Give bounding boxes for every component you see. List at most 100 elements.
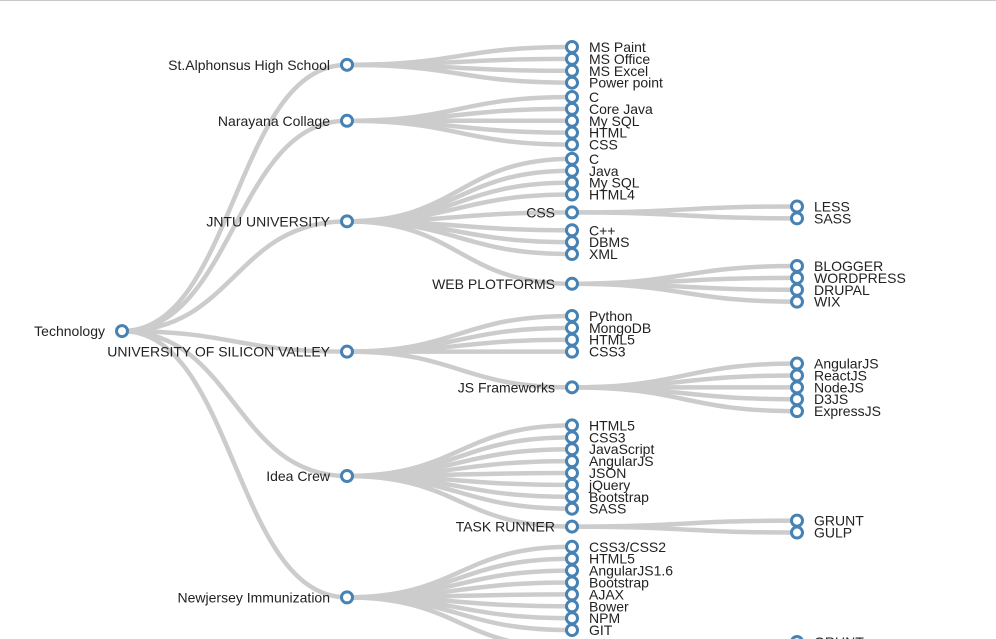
node-c[interactable]: C++ xyxy=(565,222,616,238)
node-circle[interactable] xyxy=(790,635,804,639)
node-ms-excel[interactable]: MS Excel xyxy=(565,63,649,79)
node-circle[interactable] xyxy=(565,332,579,347)
node-university-of-silicon-valley[interactable]: UNIVERSITY OF SILICON VALLEY xyxy=(107,344,354,360)
node-blogger[interactable]: BLOGGER xyxy=(790,258,884,274)
node-circle[interactable] xyxy=(565,519,579,534)
node-circle[interactable] xyxy=(565,551,579,566)
node-task-runner[interactable]: TASK RUNNER xyxy=(456,519,579,535)
node-circle[interactable] xyxy=(790,392,804,407)
node-circle[interactable] xyxy=(340,113,354,128)
node-css3[interactable]: CSS3 xyxy=(565,429,626,445)
node-jquery[interactable]: jQuery xyxy=(565,477,631,493)
node-bootstrap[interactable]: Bootstrap xyxy=(565,575,650,591)
node-drupal[interactable]: DRUPAL xyxy=(790,282,870,298)
node-circle[interactable] xyxy=(790,270,804,285)
node-html4[interactable]: HTML4 xyxy=(565,187,636,203)
node-circle[interactable] xyxy=(565,125,579,140)
node-gulp[interactable]: GULP xyxy=(790,525,853,541)
node-idea-crew[interactable]: Idea Crew xyxy=(266,468,354,484)
node-circle[interactable] xyxy=(565,137,579,152)
node-circle[interactable] xyxy=(565,187,579,202)
node-circle[interactable] xyxy=(565,418,579,433)
node-circle[interactable] xyxy=(565,344,579,359)
node-circle[interactable] xyxy=(565,247,579,262)
node-circle[interactable] xyxy=(565,223,579,238)
node-power-point[interactable]: Power point xyxy=(565,75,664,91)
node-circle[interactable] xyxy=(565,563,579,578)
node-wordpress[interactable]: WORDPRESS xyxy=(790,270,906,286)
node-narayana-collage[interactable]: Narayana Collage xyxy=(218,113,354,129)
node-circle[interactable] xyxy=(565,163,579,178)
node-less[interactable]: LESS xyxy=(790,198,850,214)
node-mongodb[interactable]: MongoDB xyxy=(565,320,652,336)
node-css[interactable]: CSS xyxy=(565,137,618,153)
node-circle[interactable] xyxy=(790,404,804,419)
node-circle[interactable] xyxy=(565,89,579,104)
node-circle[interactable] xyxy=(565,575,579,590)
node-sass[interactable]: SASS xyxy=(565,501,627,517)
node-circle[interactable] xyxy=(565,442,579,457)
node-jntu-university[interactable]: JNTU UNIVERSITY xyxy=(206,213,354,229)
node-circle[interactable] xyxy=(565,454,579,469)
node-css[interactable]: CSS xyxy=(526,204,579,220)
node-expressjs[interactable]: ExpressJS xyxy=(790,403,881,419)
node-sass[interactable]: SASS xyxy=(790,210,852,226)
node-circle[interactable] xyxy=(565,477,579,492)
node-core-java[interactable]: Core Java xyxy=(565,101,654,117)
node-technology[interactable]: Technology xyxy=(34,323,129,339)
node-circle[interactable] xyxy=(565,320,579,335)
node-st-alphonsus-high-school[interactable]: St.Alphonsus High School xyxy=(168,57,354,73)
node-my-sql[interactable]: My SQL xyxy=(565,175,640,191)
node-bower[interactable]: Bower xyxy=(565,598,630,614)
node-circle[interactable] xyxy=(790,294,804,309)
node-circle[interactable] xyxy=(565,380,579,395)
node-circle[interactable] xyxy=(565,63,579,78)
node-my-sql[interactable]: My SQL xyxy=(565,113,640,129)
node-js-frameworks[interactable]: JS Frameworks xyxy=(458,379,579,395)
node-circle[interactable] xyxy=(565,430,579,445)
node-circle[interactable] xyxy=(565,308,579,323)
node-circle[interactable] xyxy=(790,282,804,297)
node-circle[interactable] xyxy=(565,501,579,516)
node-bootstrap[interactable]: Bootstrap xyxy=(565,489,650,505)
node-ajax[interactable]: AJAX xyxy=(565,586,625,602)
node-newjersey-immunization[interactable]: Newjersey Immunization xyxy=(178,589,354,605)
node-circle[interactable] xyxy=(565,587,579,602)
node-xml[interactable]: XML xyxy=(565,246,619,262)
node-circle[interactable] xyxy=(565,205,579,220)
node-grunt[interactable]: GRUNT xyxy=(790,634,865,639)
node-circle[interactable] xyxy=(565,175,579,190)
node-circle[interactable] xyxy=(790,356,804,371)
node-web-plotforms[interactable]: WEB PLOTFORMS xyxy=(432,276,579,292)
node-git[interactable]: GIT xyxy=(565,622,613,638)
node-circle[interactable] xyxy=(565,101,579,116)
node-circle[interactable] xyxy=(565,599,579,614)
node-circle[interactable] xyxy=(565,51,579,66)
node-circle[interactable] xyxy=(565,75,579,90)
node-circle[interactable] xyxy=(340,468,354,483)
node-circle[interactable] xyxy=(115,324,129,339)
node-circle[interactable] xyxy=(565,466,579,481)
node-css3-css2[interactable]: CSS3/CSS2 xyxy=(565,539,667,555)
node-circle[interactable] xyxy=(790,211,804,226)
node-css3[interactable]: CSS3 xyxy=(565,344,626,360)
node-circle[interactable] xyxy=(565,235,579,250)
node-circle[interactable] xyxy=(790,513,804,528)
node-c[interactable]: C xyxy=(565,151,600,167)
node-circle[interactable] xyxy=(790,199,804,214)
node-circle[interactable] xyxy=(565,489,579,504)
node-circle[interactable] xyxy=(340,344,354,359)
node-angularjs[interactable]: AngularJS xyxy=(790,356,879,372)
node-circle[interactable] xyxy=(565,539,579,554)
node-circle[interactable] xyxy=(790,368,804,383)
node-circle[interactable] xyxy=(340,57,354,72)
node-circle[interactable] xyxy=(790,380,804,395)
node-circle[interactable] xyxy=(565,113,579,128)
node-circle[interactable] xyxy=(565,623,579,638)
node-circle[interactable] xyxy=(340,214,354,229)
node-circle[interactable] xyxy=(565,611,579,626)
node-npm[interactable]: NPM xyxy=(565,610,621,626)
node-wix[interactable]: WIX xyxy=(790,294,842,310)
node-circle[interactable] xyxy=(790,258,804,273)
node-circle[interactable] xyxy=(565,151,579,166)
